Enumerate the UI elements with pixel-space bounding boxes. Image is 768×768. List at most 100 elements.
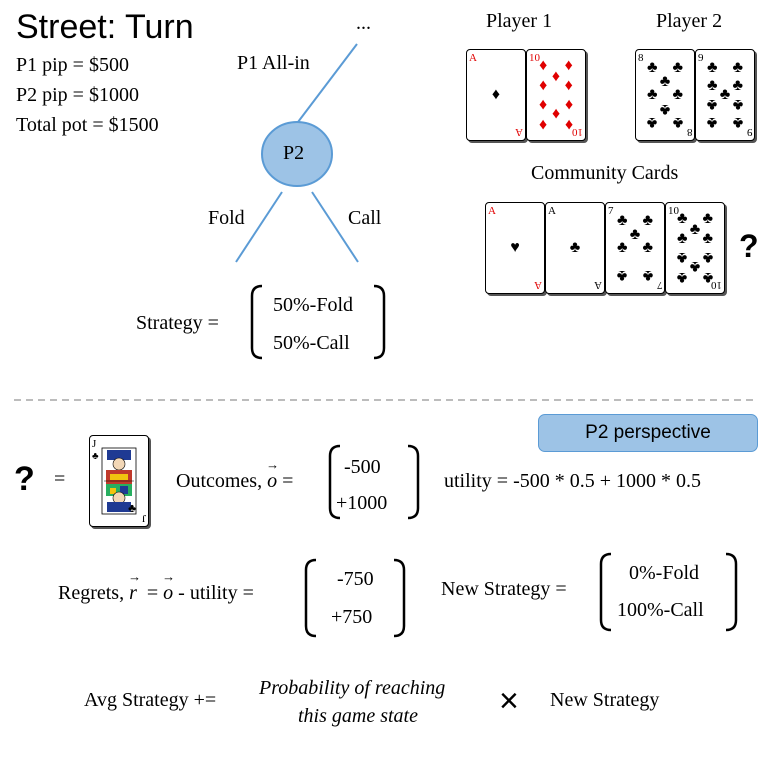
new-strategy-right-bracket	[725, 552, 738, 632]
card-rank-corner: A	[594, 279, 602, 291]
card-suit-pip: ♣	[646, 114, 658, 131]
card-suit-pip: ♣	[689, 221, 701, 238]
playing-card: A A ♥	[485, 202, 545, 294]
card-rank-corner: 10	[668, 205, 679, 217]
card-suit-pip: ♣	[659, 72, 671, 90]
outcomes-expression: Outcomes, o =	[176, 457, 294, 493]
card-suit-pip: ♦	[564, 77, 573, 94]
new-strategy-label: New Strategy =	[441, 578, 567, 600]
card-suit-pip: ♣	[128, 501, 136, 515]
card-suit-pip: ♦	[564, 57, 573, 75]
playing-card: A A ♣	[545, 202, 605, 294]
card-rank-corner: A	[534, 279, 542, 291]
card-suit-pip: ♦	[539, 77, 548, 94]
card-suit-pip: ♣	[706, 114, 718, 131]
card-suit-pip: ♣	[706, 77, 718, 94]
card-rank-corner: 7	[608, 205, 614, 217]
card-rank-corner: 8	[638, 52, 644, 64]
regrets-label: Regrets,	[58, 582, 125, 604]
p2-node-label: P2	[283, 142, 305, 164]
card-suit-pip: ♣	[732, 96, 744, 113]
playing-card: A A ♦	[466, 49, 526, 141]
call-label: Call	[348, 207, 382, 229]
regrets-left-bracket	[304, 558, 317, 638]
card-rank-corner: A	[548, 205, 556, 217]
card-suit-pip: ♣	[676, 210, 688, 228]
outcomes-label: Outcomes,	[176, 470, 263, 492]
p1-pip-text: P1 pip = $500	[16, 54, 129, 76]
player1-label: Player 1	[486, 10, 553, 32]
card-suit-pip: ♣	[676, 268, 688, 286]
p1-allin-label: P1 All-in	[237, 52, 310, 74]
outcomes-right-bracket	[407, 444, 420, 520]
p2-pip-text: P2 pip = $1000	[16, 84, 139, 106]
card-suit-pip: ♥	[510, 239, 520, 256]
card-rank-corner: J	[92, 438, 97, 450]
equals-sign: =	[54, 468, 66, 490]
call-edge-line	[311, 191, 359, 263]
card-suit-pip: ♣	[702, 268, 714, 286]
card-suit-pip: ♣	[642, 239, 654, 256]
regrets-outcomes-symbol: o	[162, 569, 175, 605]
community-cards-label: Community Cards	[531, 162, 679, 184]
regrets-right-bracket	[393, 558, 406, 638]
card-rank-corner: A	[488, 205, 496, 217]
tree-ellipsis: ...	[356, 12, 371, 34]
card-suit-pip: ♣	[702, 210, 714, 228]
outcome-call-value: +1000	[336, 492, 388, 514]
regrets-expression: Regrets, r = o - utility =	[58, 569, 254, 605]
regret-fold-value: -750	[337, 568, 374, 590]
card-suit-pip: ♣	[672, 86, 684, 103]
avg-strategy-label: Avg Strategy +=	[84, 689, 217, 711]
card-suit-pip: ♣	[569, 239, 581, 256]
card-rank-corner: 9	[698, 52, 704, 64]
card-suit-pip: ♣	[672, 114, 684, 131]
card-suit-pip: ♣	[642, 267, 654, 284]
card-suit-pip: ♣	[732, 59, 744, 76]
regrets-minus-utility: - utility =	[178, 582, 254, 604]
card-suit-pip: ♣	[719, 86, 731, 103]
card-suit-pip: ♣	[672, 59, 684, 76]
card-suit-pip: ♦	[551, 68, 561, 85]
card-suit-pip: ♣	[706, 59, 718, 76]
card-suit-pip: ♦	[491, 86, 501, 103]
outcomes-left-bracket	[328, 444, 341, 520]
card-suit-pip: ♣	[616, 239, 628, 256]
regret-call-value: +750	[331, 606, 373, 628]
card-suit-pip: ♣	[732, 114, 744, 131]
unknown-card-mark: ?	[14, 460, 35, 498]
card-suit-pip: ♣	[706, 96, 718, 113]
card-rank-corner: A	[469, 52, 477, 64]
card-suit-pip: ♣	[676, 230, 688, 247]
card-suit-pip: ♣	[702, 230, 714, 247]
avg-rhs-new-strategy: New Strategy	[550, 689, 660, 711]
card-rank-corner: 7	[656, 279, 663, 291]
probability-line2: this game state	[298, 705, 418, 727]
fold-label: Fold	[208, 207, 245, 229]
card-suit-pip: ♦	[539, 115, 548, 133]
fold-edge-line	[235, 191, 283, 263]
card-suit-pip: ♣	[732, 77, 744, 94]
card-suit-corner: ♣	[92, 451, 99, 462]
probability-line1: Probability of reaching	[259, 677, 446, 699]
card-suit-pip: ♦	[539, 57, 548, 75]
card-rank-corner: 9	[746, 126, 753, 138]
strategy-left-bracket	[250, 284, 263, 360]
card-suit-pip: ♣	[616, 212, 628, 229]
outcomes-equals: =	[282, 470, 294, 492]
utility-expression: utility = -500 * 0.5 + 1000 * 0.5	[444, 470, 702, 492]
card-rank-corner: A	[515, 126, 523, 138]
strategy-label: Strategy =	[136, 312, 219, 334]
regrets-equals: =	[146, 582, 159, 604]
multiply-sign: ×	[499, 682, 519, 720]
new-strategy-call: 100%-Call	[617, 599, 704, 621]
outcomes-vector-symbol: o	[266, 457, 279, 493]
card-suit-pip: ♣	[646, 59, 658, 76]
p2-node-circle	[261, 121, 333, 187]
street-title: Street: Turn	[16, 8, 194, 46]
